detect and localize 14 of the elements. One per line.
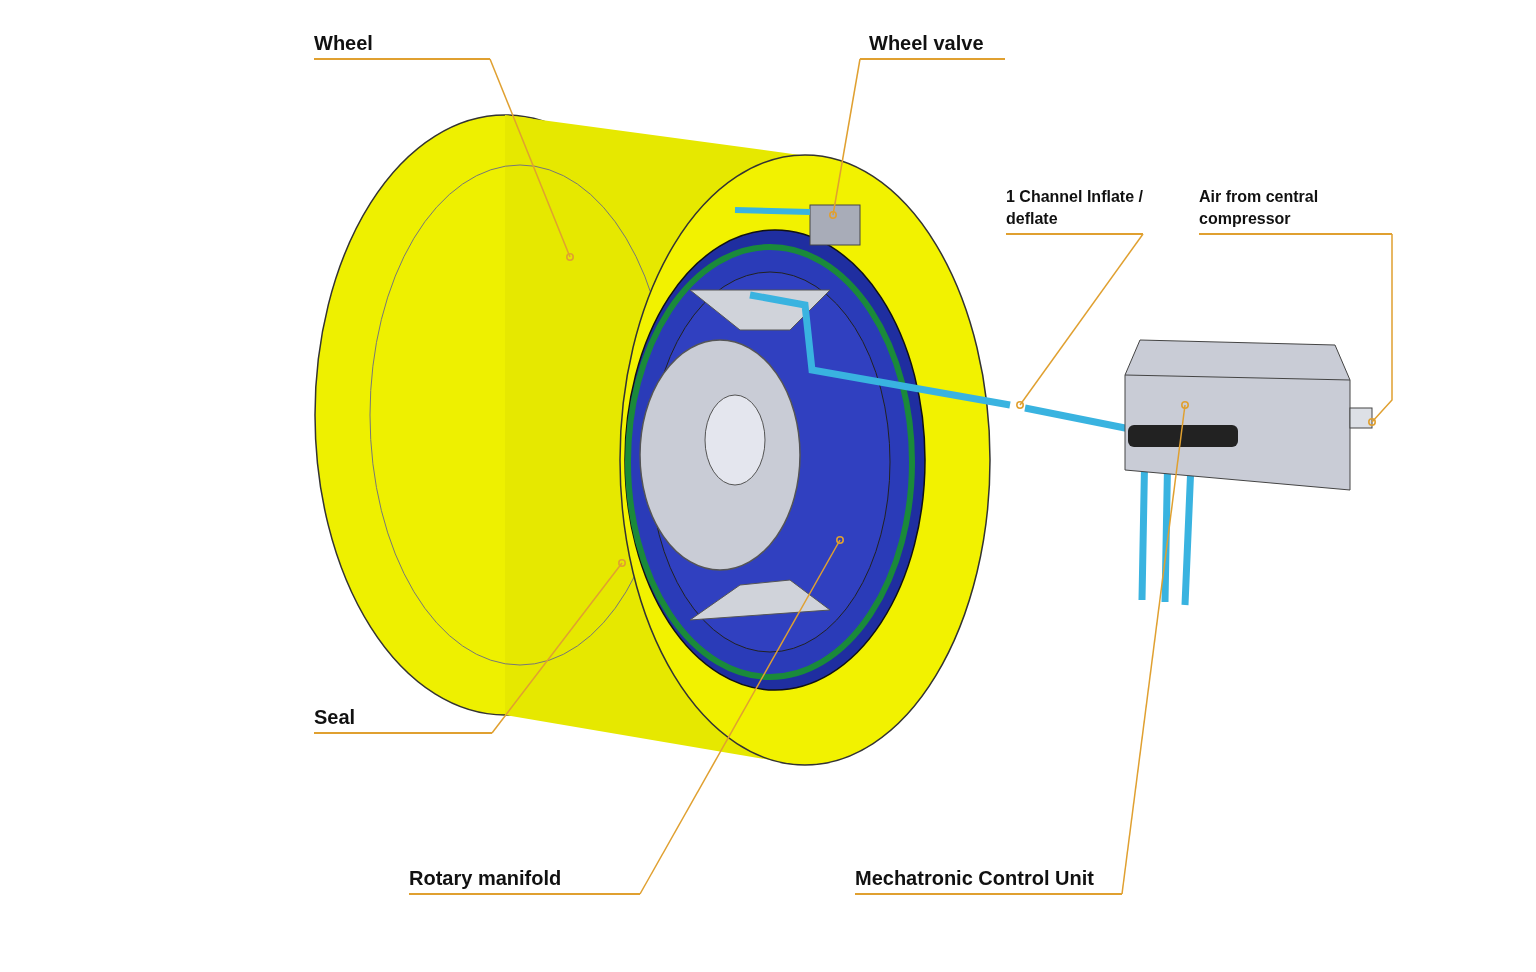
leader-line bbox=[489, 58, 574, 261]
callout-label: Seal bbox=[314, 706, 492, 734]
leader-line bbox=[829, 58, 861, 219]
leader-line bbox=[639, 536, 844, 895]
callout-label: Mechatronic Control Unit bbox=[855, 867, 1122, 895]
leader-line bbox=[1368, 233, 1393, 426]
callout-label: Rotary manifold bbox=[409, 867, 640, 895]
callout-label: 1 Channel Inflate / deflate bbox=[1006, 186, 1143, 235]
leader-line bbox=[1016, 233, 1144, 409]
leader-line bbox=[1121, 401, 1189, 895]
callout-label: Wheel bbox=[314, 32, 490, 60]
callout-label: Air from central compressor bbox=[1199, 186, 1392, 235]
callout-label: Wheel valve bbox=[860, 32, 1005, 60]
leader-line bbox=[491, 559, 626, 734]
